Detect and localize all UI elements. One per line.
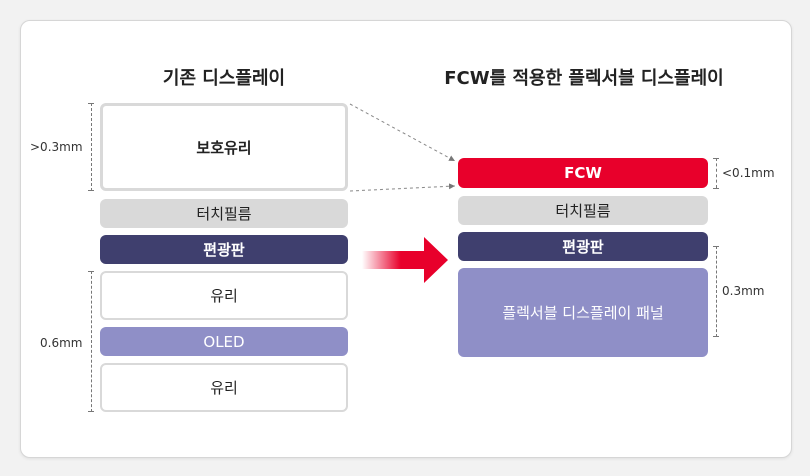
right-dim-top-line [716, 158, 717, 188]
right-dim-top-tick-start [713, 158, 719, 159]
right-dim-bottom-tick-end [713, 336, 719, 337]
right-layer-polarizer: 편광판 [458, 232, 708, 261]
right-dim-bottom-label: 0.3mm [722, 284, 765, 298]
right-dim-top-tick-end [713, 188, 719, 189]
left-title: 기존 디스플레이 [162, 68, 286, 89]
right-title: FCW를 적용한 플렉서블 디스플레이 [444, 68, 724, 89]
left-dim-bottom-tick-start [88, 271, 94, 272]
left-layer-glass-mid: 유리 [100, 271, 348, 320]
left-layer-touch-film: 터치필름 [100, 199, 348, 228]
left-layer-protective-glass: 보호유리 [100, 103, 348, 191]
right-dim-bottom-line [716, 246, 717, 337]
left-layer-oled: OLED [100, 327, 348, 356]
left-dim-bottom-line [91, 271, 92, 412]
right-layer-flexible-panel: 플렉서블 디스플레이 패널 [458, 268, 708, 357]
left-dim-top-label: >0.3mm [30, 140, 83, 154]
right-arrow-icon [362, 237, 448, 283]
right-dim-top-label: <0.1mm [722, 166, 775, 180]
left-layer-polarizer: 편광판 [100, 235, 348, 264]
right-layer-fcw: FCW [458, 158, 708, 188]
left-dim-top-tick-start [88, 103, 94, 104]
left-layer-glass-bottom: 유리 [100, 363, 348, 412]
right-dim-bottom-tick-start [713, 246, 719, 247]
left-dim-bottom-tick-end [88, 411, 94, 412]
left-dim-bottom-label: 0.6mm [40, 336, 83, 350]
right-layer-touch-film: 터치필름 [458, 196, 708, 225]
left-dim-top-tick-end [88, 190, 94, 191]
left-dim-top-line [91, 103, 92, 191]
